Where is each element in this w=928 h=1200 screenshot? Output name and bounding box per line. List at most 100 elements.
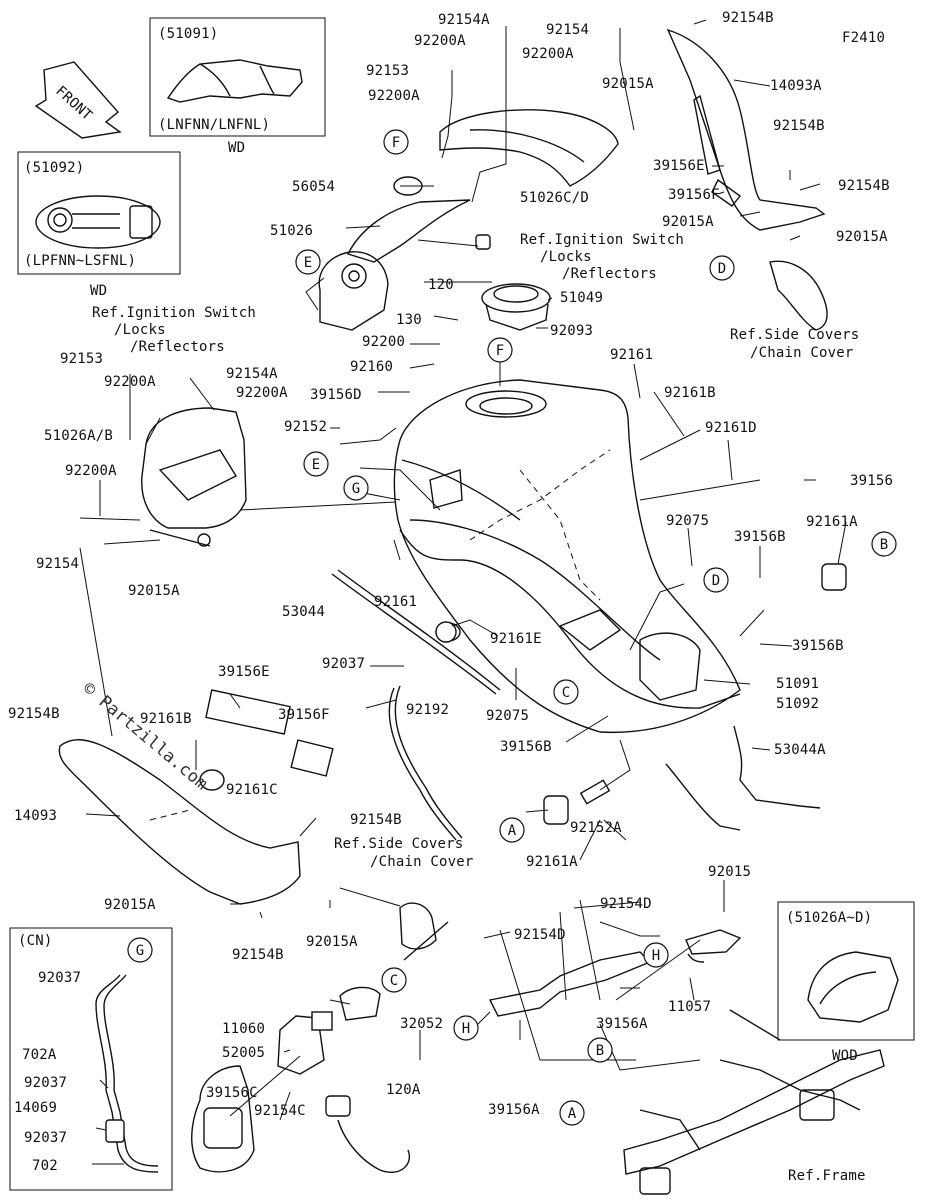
part-label: 51026A/B xyxy=(44,428,113,444)
inset-51026a-d: (51026A~D) WOD xyxy=(777,901,915,1064)
part-number-labels: 92154A 92200A 92154 92200A 92154B 92153 92200A… xyxy=(8,10,893,1174)
callout-circle xyxy=(703,567,729,593)
part-label: 92161B xyxy=(140,711,192,727)
part-label: 92200A xyxy=(368,88,420,104)
callout-letter: B xyxy=(880,537,888,553)
callout-e: E xyxy=(303,451,329,477)
part-label: 92154 xyxy=(36,556,79,572)
callout-c: C xyxy=(553,679,579,705)
part-label: 92154A xyxy=(438,12,490,28)
part-label: 51092 xyxy=(776,696,819,712)
part-label: 51026C/D xyxy=(520,190,589,206)
callout-circle xyxy=(127,937,153,963)
callout-circle xyxy=(643,942,669,968)
part-label: 39156E xyxy=(653,158,705,174)
part-label: 39156D xyxy=(310,387,362,403)
callout-f: F xyxy=(383,129,409,155)
fuel-tank xyxy=(393,379,741,734)
hoses xyxy=(331,569,821,841)
part-label: 92192 xyxy=(406,702,449,718)
callout-e: E xyxy=(295,249,321,275)
part-label: 39156C xyxy=(206,1085,258,1101)
part-label: 51026 xyxy=(270,223,313,239)
part-label: 39156E xyxy=(218,664,270,680)
part-label: 92200A xyxy=(236,385,288,401)
part-label: 92015A xyxy=(662,214,714,230)
part-label: 92154B xyxy=(838,178,890,194)
part-label: 92161B xyxy=(664,385,716,401)
callout-circle xyxy=(453,1015,479,1041)
part-label: 92160 xyxy=(350,359,393,375)
callout-h: H xyxy=(643,942,669,968)
part-label: 92200A xyxy=(522,46,574,62)
part-label: 39156A xyxy=(488,1102,540,1118)
callout-circle xyxy=(553,679,579,705)
reference-note: /Locks xyxy=(540,249,592,265)
callout-letter: B xyxy=(596,1043,604,1059)
part-label: 92154A xyxy=(226,366,278,382)
part-label: 32052 xyxy=(400,1016,443,1032)
part-label: 702A xyxy=(22,1047,57,1063)
part-label: 92161A xyxy=(526,854,578,870)
part-label: 92154B xyxy=(8,706,60,722)
callout-letter: C xyxy=(562,685,570,701)
part-label: 92200A xyxy=(65,463,117,479)
callout-circle xyxy=(587,1037,613,1063)
inset-51026a-d-caption: WOD xyxy=(832,1048,858,1064)
reference-notes: Ref.Ignition Switch/Locks/ReflectorsRef.… xyxy=(92,232,866,1184)
part-label: 92200A xyxy=(414,33,466,49)
part-label: 130 xyxy=(396,312,422,328)
part-label: 92161D xyxy=(705,420,757,436)
part-label: 39156B xyxy=(734,529,786,545)
part-label: 39156B xyxy=(792,638,844,654)
reference-frame: Ref.Frame xyxy=(788,1168,866,1184)
part-label: 92154C xyxy=(254,1103,306,1119)
part-label: 92153 xyxy=(60,351,103,367)
part-label: 52005 xyxy=(222,1045,265,1061)
reference-note: /Reflectors xyxy=(130,339,225,355)
inset-51092-caption: WD xyxy=(90,283,107,299)
top-cover-51026cd xyxy=(439,109,619,187)
reference-note: /Chain Cover xyxy=(370,854,474,870)
callout-circle xyxy=(871,531,897,557)
callout-g: G xyxy=(127,937,153,963)
reference-note: /Reflectors xyxy=(562,266,657,282)
inset-51092-variant: (LPFNN~LSFNL) xyxy=(24,253,136,269)
reference-note: Ref.Ignition Switch xyxy=(92,305,256,321)
part-label: 92075 xyxy=(486,708,529,724)
reference-note: Ref.Side Covers xyxy=(334,836,463,852)
part-label: 92161 xyxy=(610,347,653,363)
fairing-14093 xyxy=(58,689,437,950)
inset-cn: (CN) xyxy=(9,927,173,1191)
callout-letter: G xyxy=(352,481,360,497)
callout-d: D xyxy=(703,567,729,593)
part-label: 92015A xyxy=(836,229,888,245)
callout-letter: H xyxy=(652,948,660,964)
watermark: © Partzilla.com xyxy=(79,679,212,795)
callout-letter: G xyxy=(136,943,144,959)
reference-note: Ref.Side Covers xyxy=(730,327,859,343)
inset-51091: (51091) (LNFNN/LNFNL) WD xyxy=(149,17,326,156)
callout-letter: E xyxy=(304,255,312,271)
part-label: 53044A xyxy=(774,742,826,758)
inset-cn-code: (CN) xyxy=(18,933,53,949)
callout-circle xyxy=(499,817,525,843)
part-label: 92037 xyxy=(24,1130,67,1146)
cover-51026 xyxy=(318,176,471,331)
part-label: 39156B xyxy=(500,739,552,755)
callout-b: B xyxy=(587,1037,613,1063)
part-label: 92093 xyxy=(550,323,593,339)
callout-letter: C xyxy=(390,973,398,989)
part-label: 39156F xyxy=(668,187,720,203)
part-label: 92154B xyxy=(350,812,402,828)
part-label: 92154B xyxy=(232,947,284,963)
part-label: 92015A xyxy=(128,583,180,599)
part-label: 14093A xyxy=(770,78,822,94)
inset-51091-variant: (LNFNN/LNFNL) xyxy=(158,117,270,133)
inset-51091-caption: WD xyxy=(228,140,245,156)
part-label: 92161C xyxy=(226,782,278,798)
part-label: 51091 xyxy=(776,676,819,692)
bolt-120a xyxy=(403,921,449,961)
callout-circle xyxy=(381,967,407,993)
